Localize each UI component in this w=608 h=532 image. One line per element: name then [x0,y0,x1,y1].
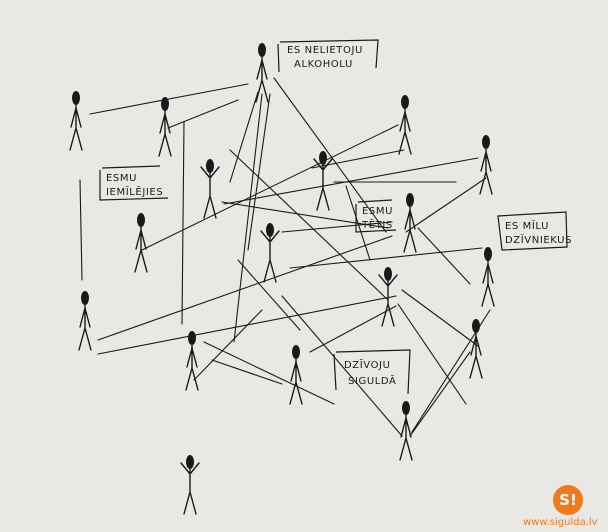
connection-line [211,359,283,385]
label-boxes: ES NELIETOJU ALKOHOLU ESMU IEMĪLĒJIES ES… [99,39,572,395]
connection-line [193,309,263,381]
connection-line [237,259,301,331]
svg-text:DZĪVNIEKUS: DZĪVNIEKUS [505,233,572,246]
connection-line [397,303,467,405]
stick-figure [479,135,493,195]
website-url: www.sigulda.lv [523,517,598,528]
stick-figures [69,43,495,515]
svg-text:ES NELIETOJU: ES NELIETOJU [287,45,363,56]
connection-line [97,235,393,341]
connection-line [405,177,487,233]
stick-figure [134,213,148,273]
connection-line [417,227,471,285]
connection-line [229,149,389,301]
connection-line [221,201,389,229]
connection-line [247,93,271,251]
connection-line [309,305,397,353]
stick-figure [398,95,412,155]
stick-figure [378,267,398,327]
connection-line [281,295,403,437]
svg-text:ESMU: ESMU [362,206,393,217]
stick-figure [200,159,220,219]
connection-line [409,351,471,437]
stick-figure [185,331,199,391]
sigulda-logo-icon: S! [553,485,583,515]
stick-figure [158,97,172,157]
stick-figure [399,401,413,461]
connection-line [229,91,259,183]
stick-figure [69,91,83,151]
connection-line [223,157,479,205]
connection-lines [79,77,491,437]
stick-figure [403,193,417,253]
connection-line [167,99,239,129]
label-esmu-tetis: ESMU TĒTIS [355,199,397,233]
connection-line [345,185,371,261]
connection-line [401,289,479,347]
connection-line [233,93,263,343]
stick-figure [469,319,483,379]
svg-text:DZĪVOJU: DZĪVOJU [344,358,391,371]
connection-line [273,77,387,233]
stick-figure [313,151,333,211]
label-esmu-iemilejies: ESMU IEMĪLĒJIES [99,165,169,201]
connection-line [181,121,185,325]
connection-line [89,83,249,115]
label-es-nelietoju-alkoholu: ES NELIETOJU ALKOHOLU [277,39,379,73]
stick-figure [289,345,303,405]
svg-text:TĒTIS: TĒTIS [361,218,393,231]
stick-figure [78,291,92,351]
connection-line [79,179,83,281]
svg-text:ALKOHOLU: ALKOHOLU [294,59,353,70]
stick-figure [180,455,200,515]
connection-line [141,124,399,251]
connection-line [281,221,393,233]
stick-figure [255,43,269,103]
label-dzivoju-sigulda: DZĪVOJU SIGULDĀ [333,349,411,395]
stick-figure [481,247,495,307]
svg-text:IEMĪLĒJIES: IEMĪLĒJIES [106,185,163,198]
connection-line [203,341,335,405]
svg-text:SIGULDĀ: SIGULDĀ [348,374,397,387]
label-es-milu-dzivniekus: ES MĪLU DZĪVNIEKUS [497,211,572,251]
svg-text:ESMU: ESMU [106,173,137,184]
svg-text:ES MĪLU: ES MĪLU [505,219,549,232]
stick-figure [260,223,280,283]
connection-line [289,247,483,269]
